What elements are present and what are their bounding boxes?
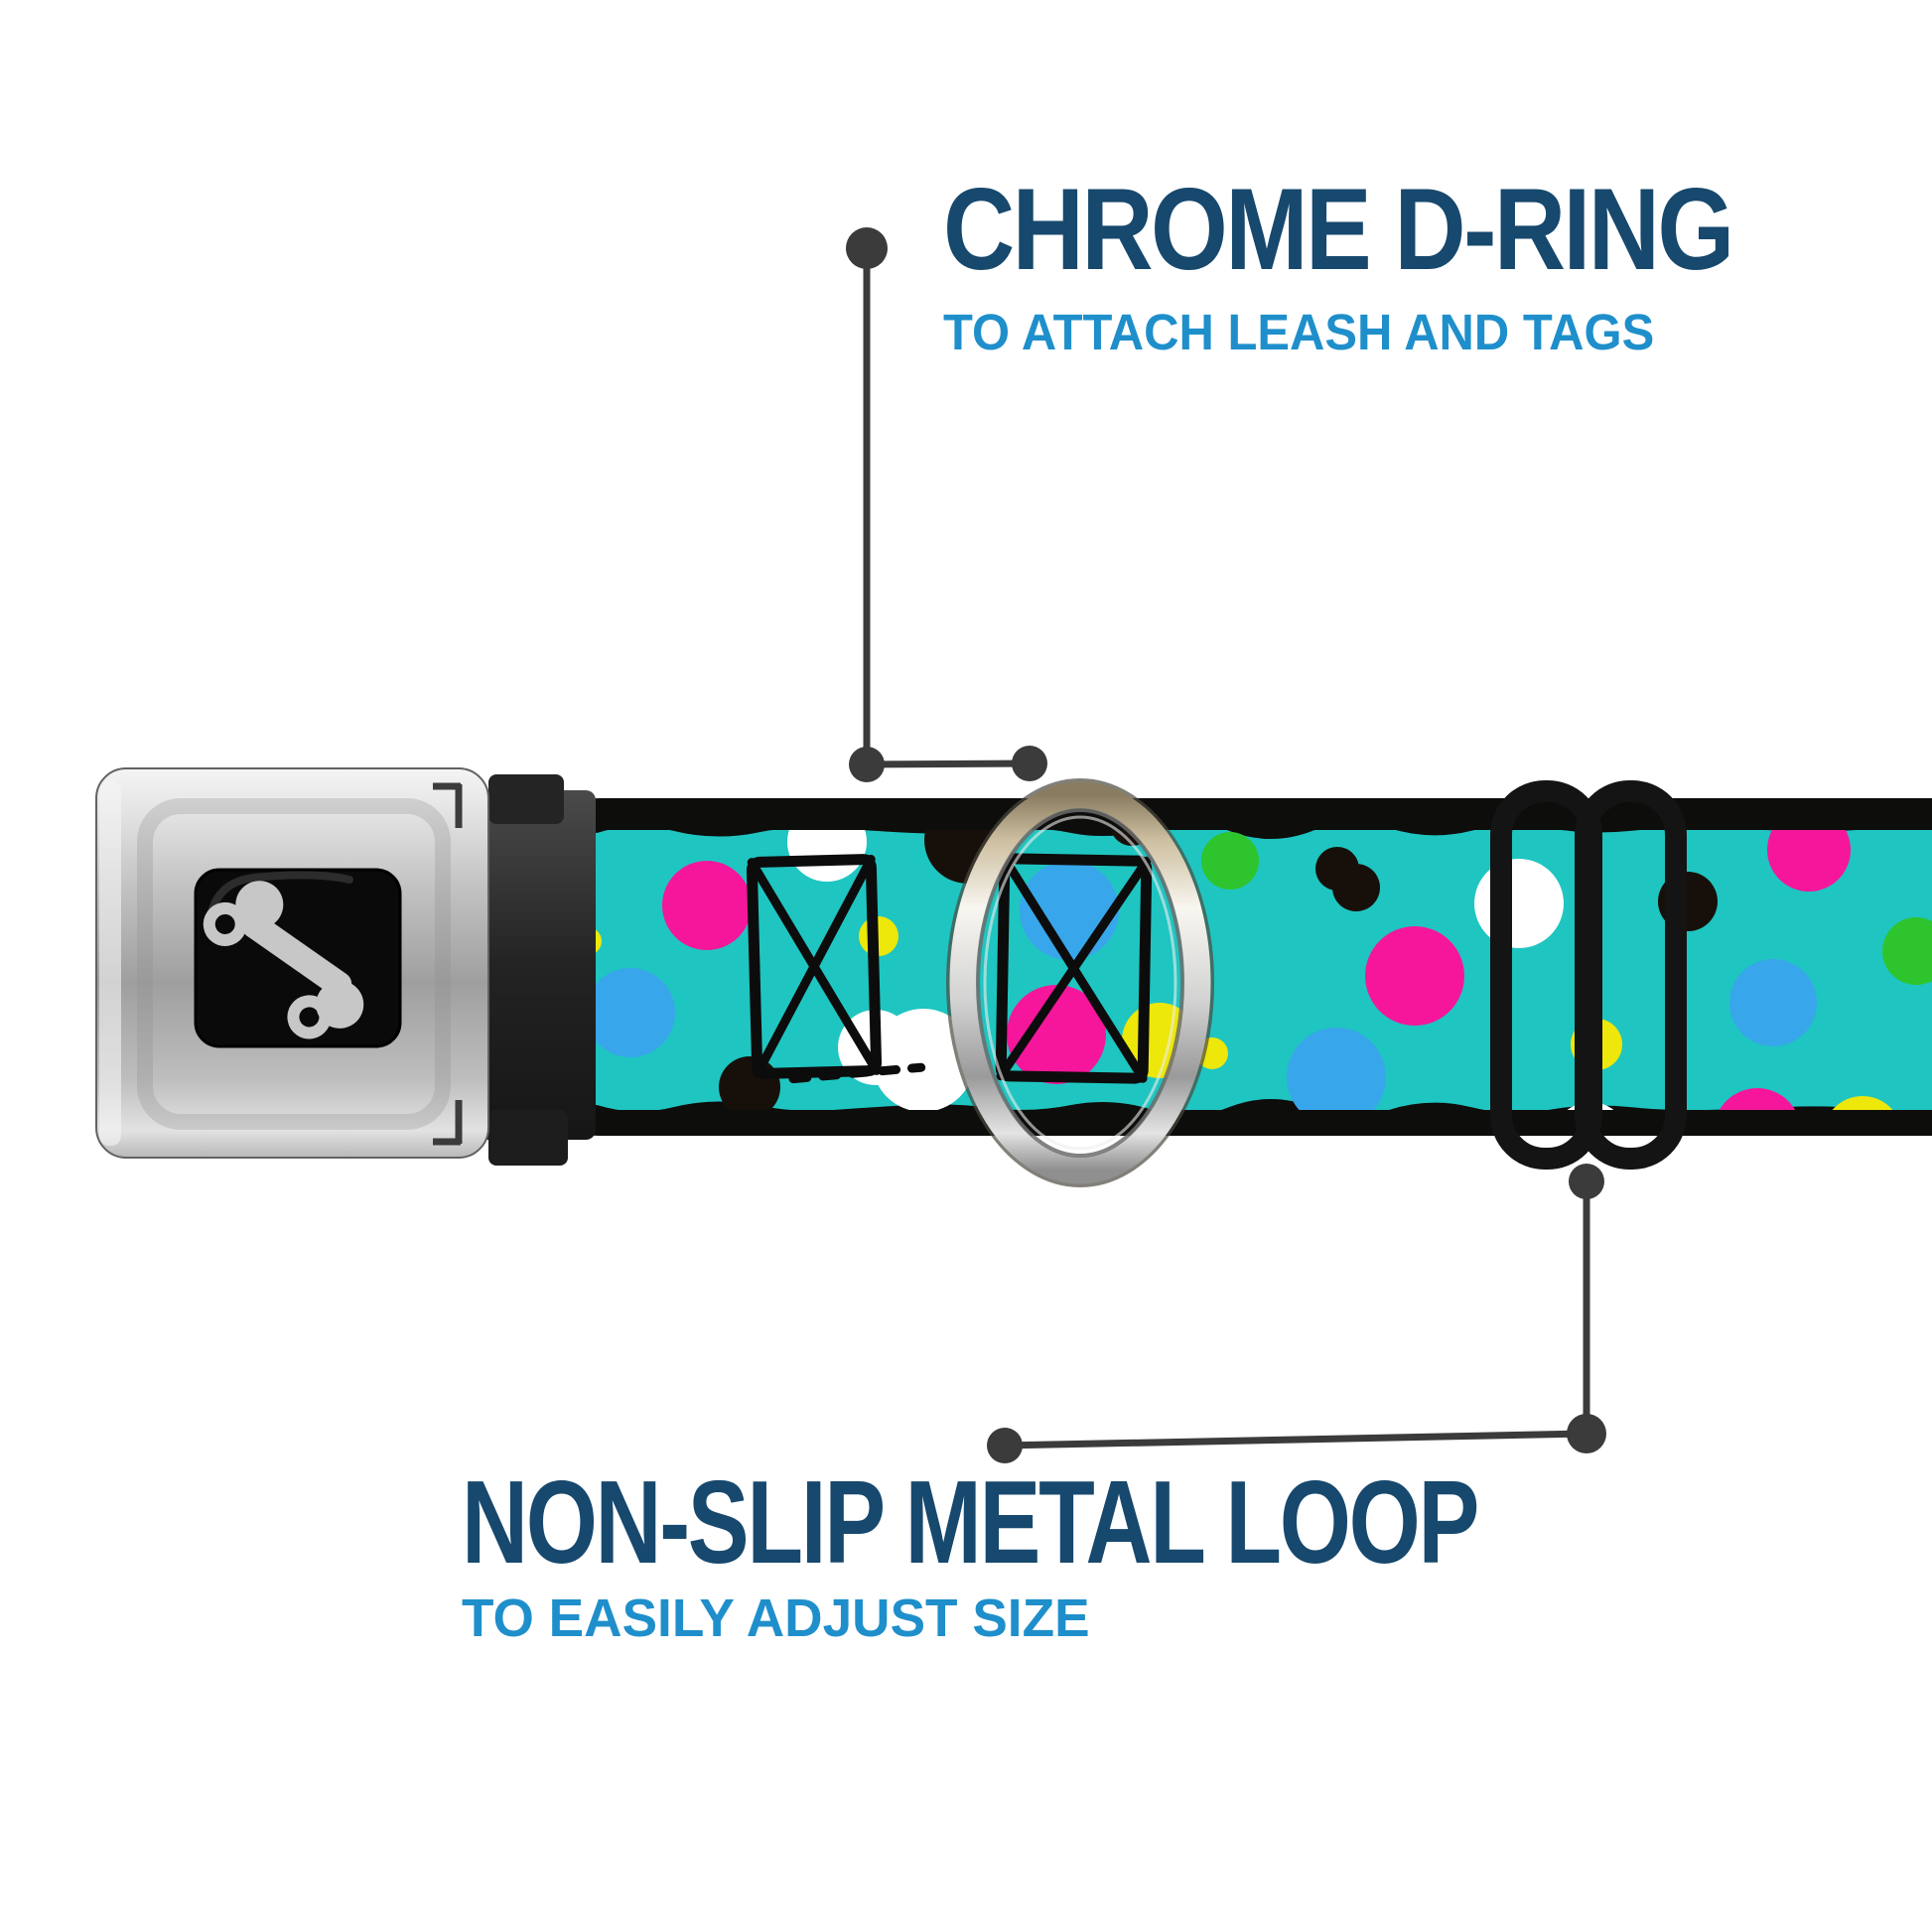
buckle-inset-highlight xyxy=(207,871,353,919)
stitch-box xyxy=(995,853,1153,1084)
bottom-callout-subtitle: TO EASILY ADJUST SIZE xyxy=(462,1588,1090,1648)
bone-icon xyxy=(203,881,364,1039)
buckle-connector xyxy=(467,790,596,1140)
callout-dot xyxy=(1569,1164,1604,1199)
callout-dot xyxy=(1012,746,1047,781)
callout-dot xyxy=(987,1428,1023,1463)
polka-dot xyxy=(1882,917,1932,985)
strap-top-wavy-edge xyxy=(587,804,1932,839)
polka-dot xyxy=(1332,864,1380,911)
polka-dot xyxy=(719,1056,780,1110)
bottom-callout-title: NON-SLIP METAL LOOP xyxy=(462,1456,1479,1588)
polka-dot xyxy=(586,968,675,1057)
callout-dot xyxy=(846,227,888,269)
polka-dot xyxy=(872,1009,975,1110)
strap-bottom-wavy-edge xyxy=(587,1099,1932,1134)
polka-dot xyxy=(1201,832,1259,890)
callout-top-connector xyxy=(846,227,1047,782)
callout-dot xyxy=(849,747,885,782)
stitch-box xyxy=(746,854,926,1084)
callout-bottom-connector xyxy=(987,1164,1606,1463)
polka-dot xyxy=(1474,859,1564,948)
polka-dot xyxy=(1007,985,1106,1084)
buckle-connector-tab-top xyxy=(488,774,564,824)
seatbelt-buckle xyxy=(95,767,596,1166)
top-callout-title: CHROME D-RING xyxy=(943,164,1734,294)
polka-dot xyxy=(1287,1028,1386,1110)
buckle-clip-mark-top xyxy=(433,782,463,828)
buckle-left-highlight xyxy=(99,780,121,1146)
strap xyxy=(544,798,1932,1136)
stitch-boxes xyxy=(746,853,1153,1084)
collar xyxy=(95,767,1932,1187)
polka-dot xyxy=(1365,926,1464,1026)
buckle-clip-mark-bottom xyxy=(433,1100,463,1146)
polka-dot xyxy=(1767,830,1851,892)
d-ring xyxy=(946,778,1214,1187)
buckle-bevel xyxy=(137,798,451,1130)
polka-dot xyxy=(1729,959,1817,1046)
adjuster-loop xyxy=(1490,780,1687,1170)
buckle-connector-tab-bottom xyxy=(488,1110,568,1166)
top-callout-subtitle: TO ATTACH LEASH AND TAGS xyxy=(943,304,1655,360)
callout-dot xyxy=(1567,1414,1606,1453)
polka-dot xyxy=(662,861,752,950)
